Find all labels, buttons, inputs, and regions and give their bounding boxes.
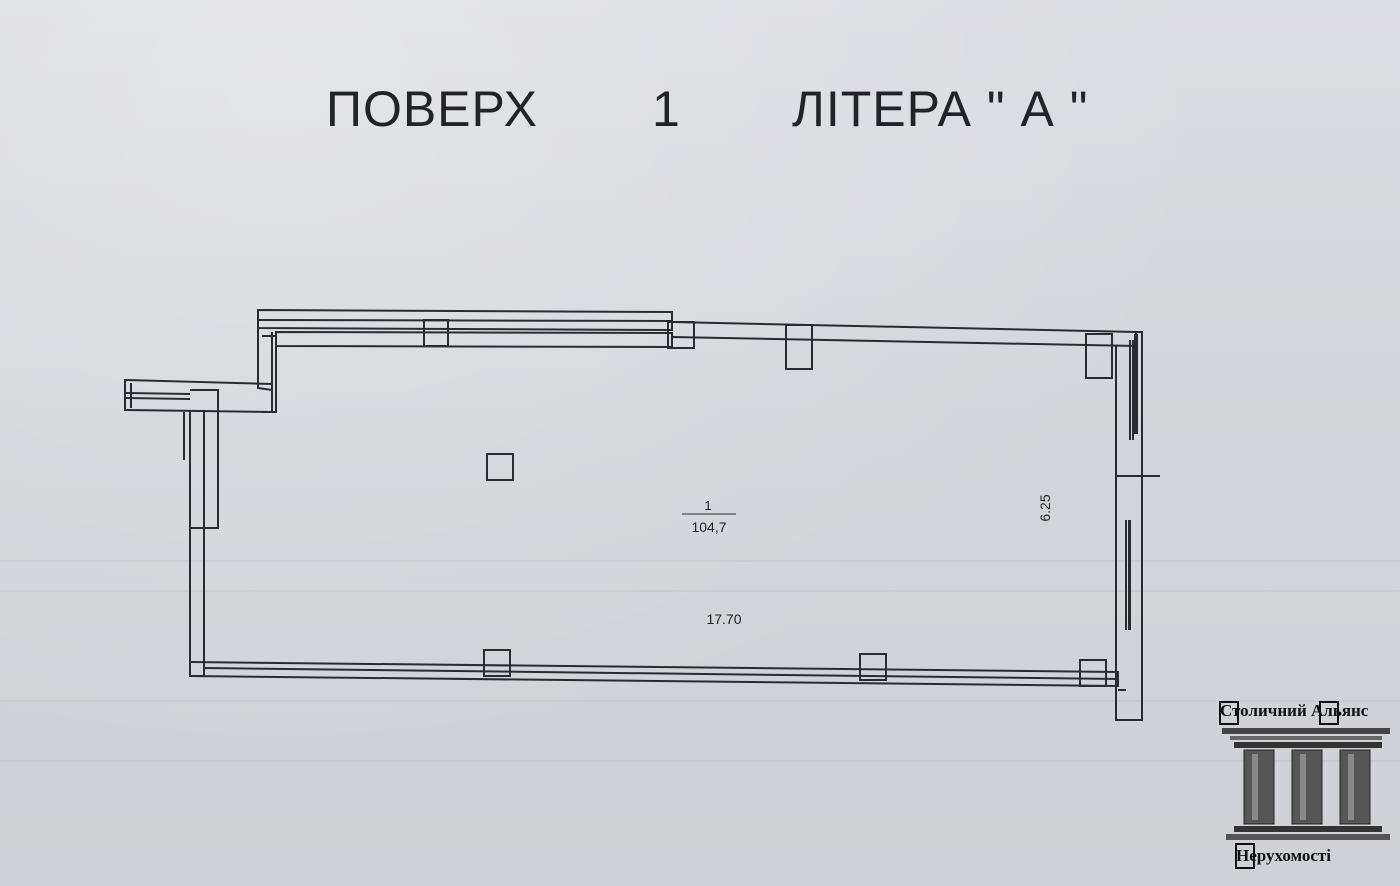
column bbox=[483, 649, 511, 677]
left-protrusion bbox=[124, 378, 273, 414]
title-floor-number: 1 bbox=[652, 81, 681, 137]
logo-text-bottom: Нерухомості bbox=[1236, 846, 1332, 865]
scan-streak bbox=[0, 560, 1400, 562]
scan-streak bbox=[0, 590, 1400, 592]
column bbox=[423, 319, 449, 347]
column bbox=[785, 324, 813, 370]
dimension-width: 6.25 bbox=[1037, 494, 1053, 521]
right-wall bbox=[1115, 331, 1143, 721]
top-wall-right bbox=[671, 321, 1137, 348]
company-logo: Столичний Альянс Нерухомості bbox=[1216, 700, 1396, 880]
column bbox=[667, 321, 695, 349]
title-letter-label: ЛІТЕРА " А " bbox=[792, 81, 1089, 137]
scan-streak bbox=[0, 700, 1400, 702]
column bbox=[1085, 333, 1113, 379]
column bbox=[1079, 659, 1107, 687]
room-area: 104,7 bbox=[691, 519, 726, 535]
title-floor-label: ПОВЕРХ bbox=[326, 81, 538, 137]
columns-emblem-icon bbox=[1219, 701, 1390, 869]
logo-text-top: Столичний Альянс bbox=[1220, 701, 1369, 720]
dimension-length: 17.70 bbox=[706, 611, 741, 627]
interior-column bbox=[486, 453, 514, 481]
left-step-wall bbox=[257, 310, 273, 392]
plan-title: ПОВЕРХ 1 ЛІТЕРА " А " bbox=[0, 80, 1400, 140]
left-wall bbox=[189, 410, 205, 677]
column bbox=[859, 653, 887, 681]
scan-streak bbox=[0, 760, 1400, 762]
room-number: 1 bbox=[704, 498, 711, 513]
